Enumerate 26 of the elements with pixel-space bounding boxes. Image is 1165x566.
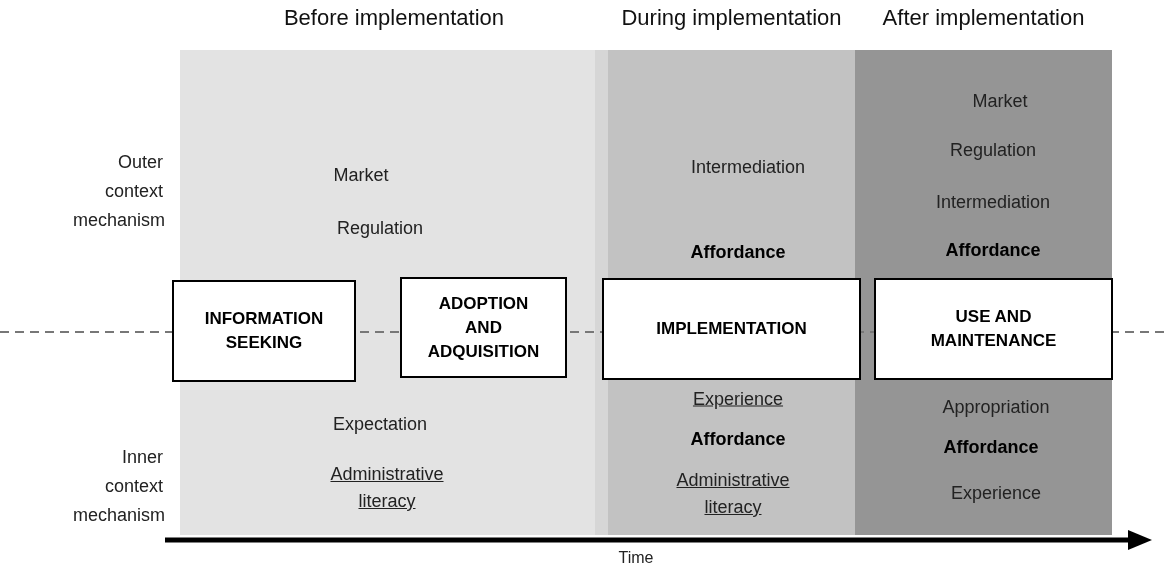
factor-label: Affordance: [943, 435, 1039, 459]
stage-box: INFORMATION SEEKING: [172, 280, 356, 382]
factor-label: Intermediation: [935, 190, 1051, 214]
phase-heading: Before implementation: [282, 5, 506, 31]
stage-box: IMPLEMENTATION: [602, 278, 861, 380]
phase-heading: After implementation: [881, 5, 1086, 31]
factor-label: Regulation: [949, 138, 1037, 162]
factor-label: Affordance: [690, 427, 786, 451]
stage-box: USE AND MAINTENANCE: [874, 278, 1113, 380]
axis-label: Time: [618, 547, 654, 566]
factor-label: Appropriation: [942, 395, 1050, 419]
phase-heading: During implementation: [620, 5, 843, 31]
row-label: Outer context mechanism: [73, 150, 163, 232]
stage-box: ADOPTION AND ADQUISITION: [400, 277, 567, 378]
factor-label: Affordance: [690, 240, 786, 264]
factor-label: Regulation: [336, 216, 424, 240]
factor-label: Administrative literacy: [675, 469, 791, 519]
factor-label: Experience: [691, 387, 785, 411]
factor-label: Market: [333, 163, 389, 187]
factor-label: Affordance: [945, 238, 1041, 262]
factor-label: Administrative literacy: [329, 463, 445, 513]
factor-label: Market: [972, 89, 1028, 113]
factor-label: Intermediation: [690, 155, 806, 179]
row-label: Inner context mechanism: [73, 445, 163, 527]
factor-label: Expectation: [332, 412, 428, 436]
factor-label: Experience: [950, 481, 1042, 505]
